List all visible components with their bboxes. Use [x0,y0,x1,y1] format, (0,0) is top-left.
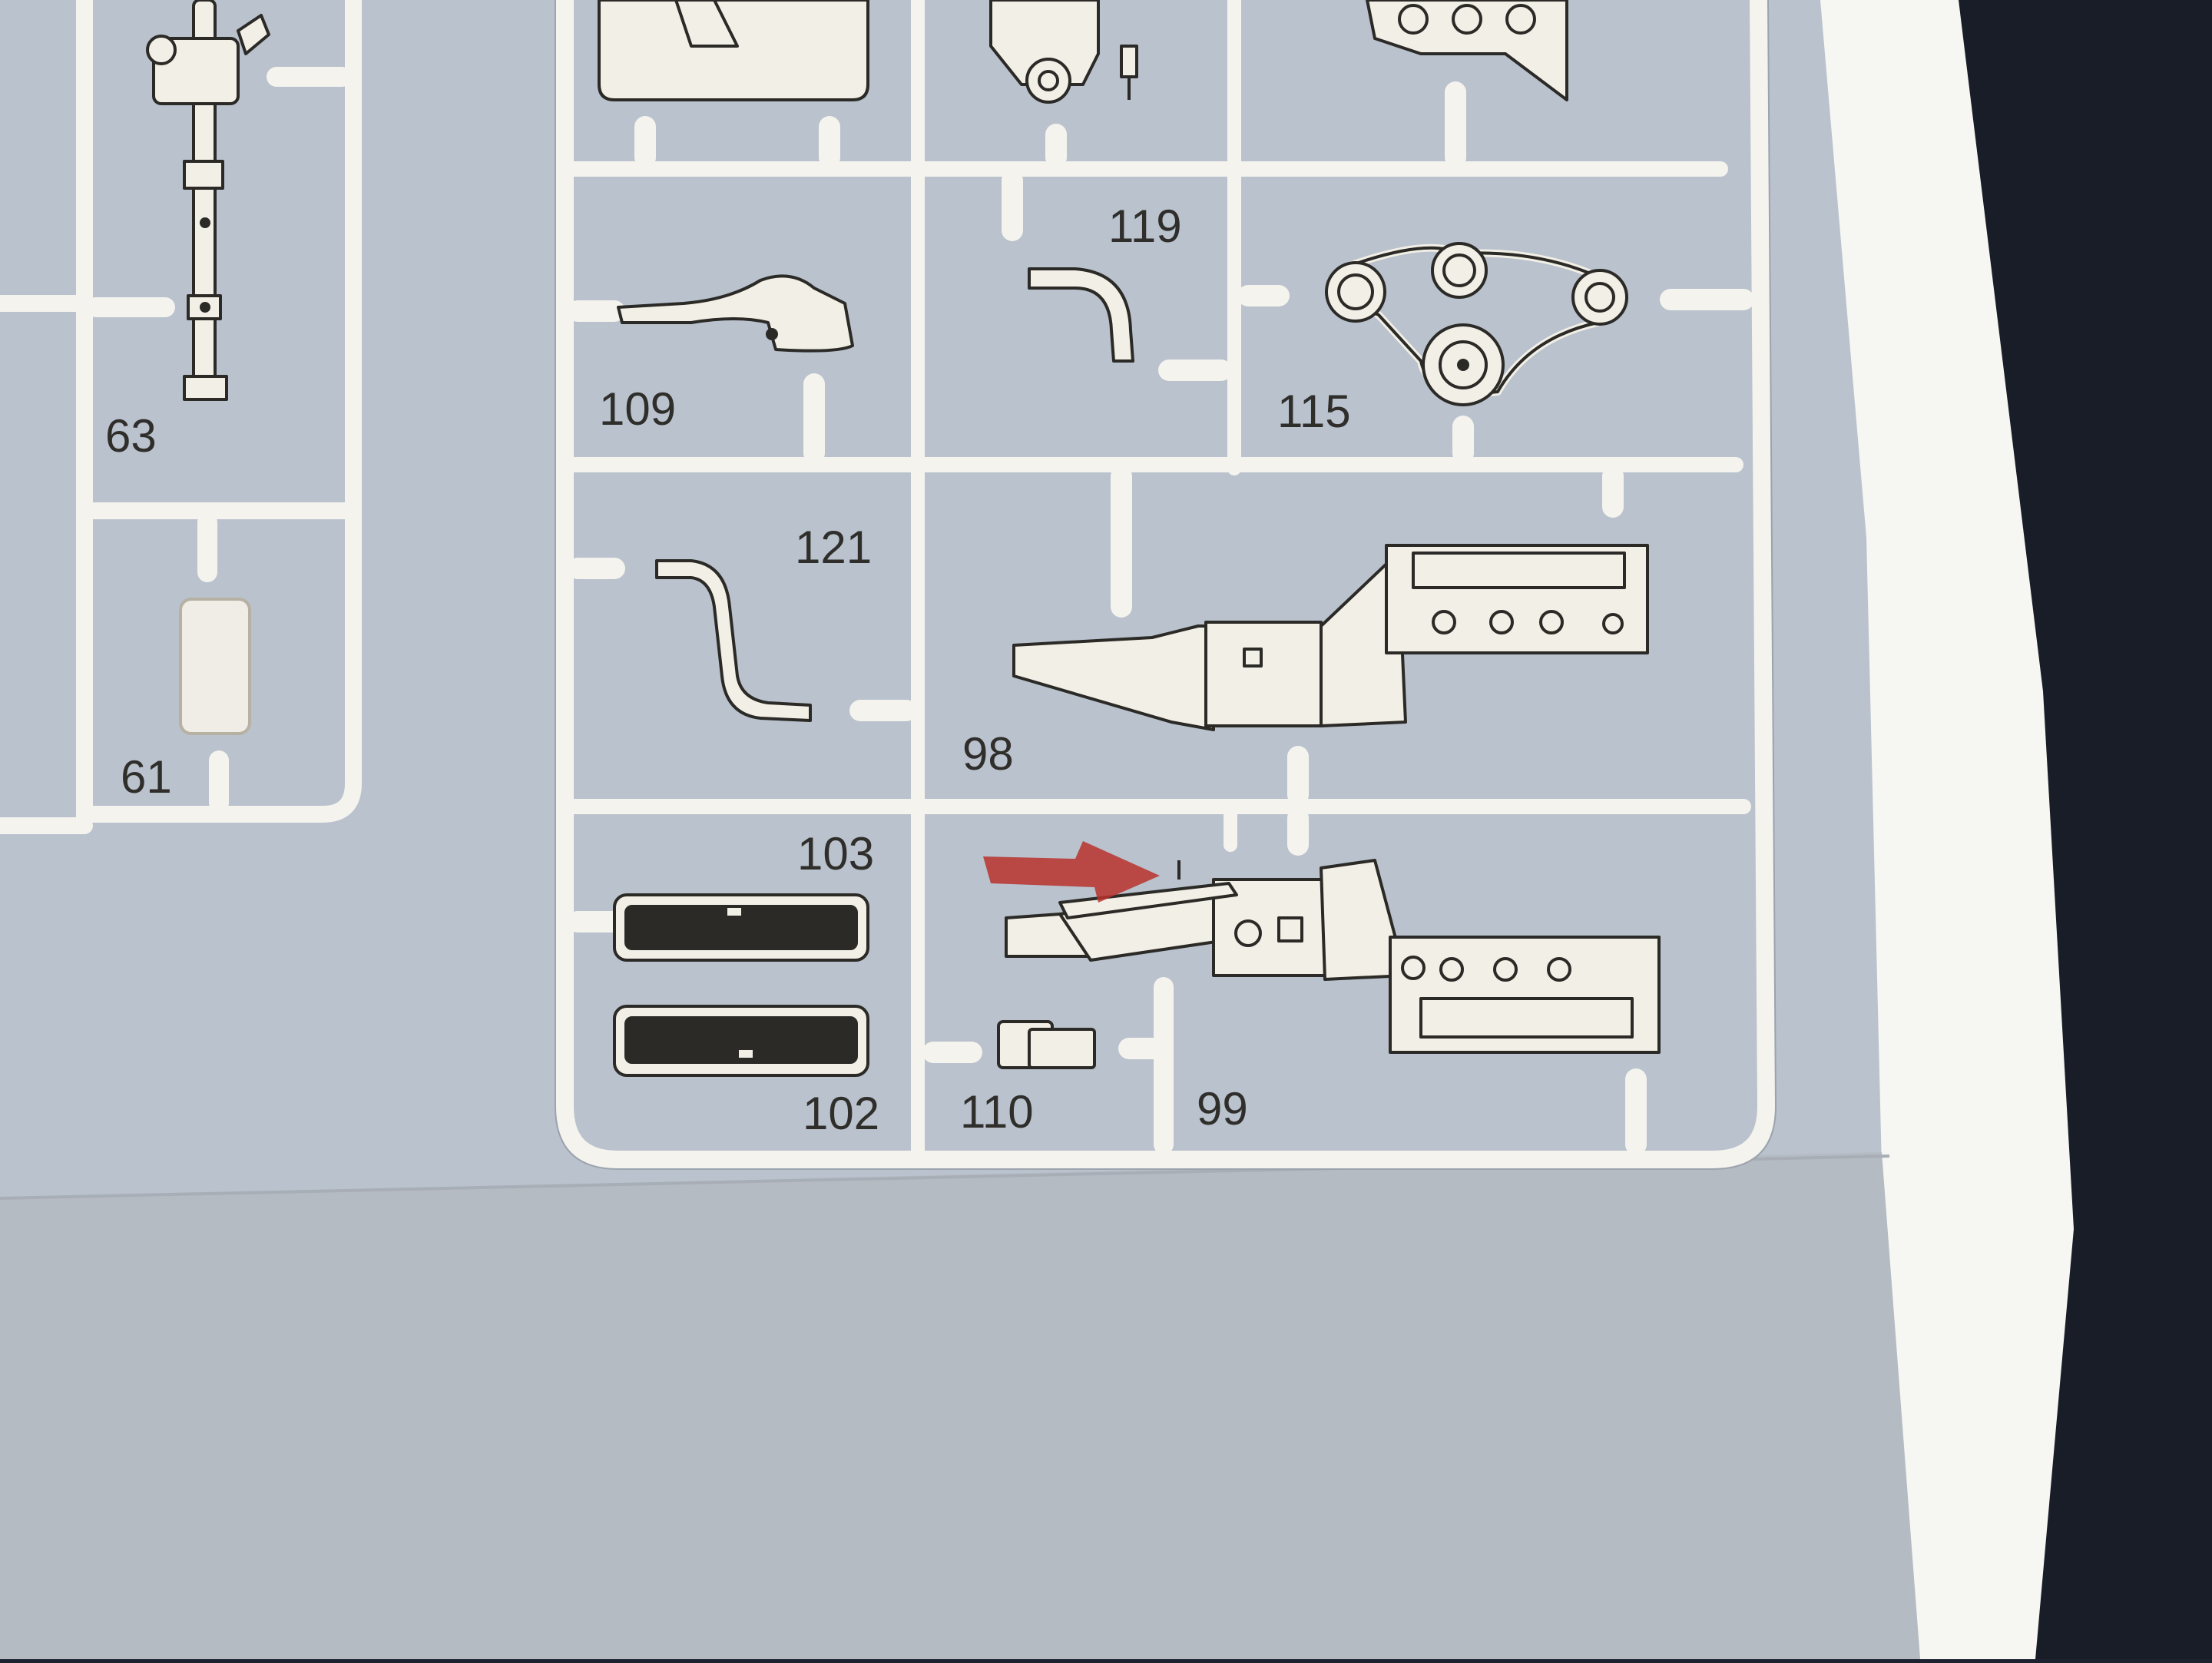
part-label-63: 63 [105,410,157,462]
part-115-drawing [1325,242,1628,406]
part-61-drawing [179,598,251,735]
part-label-110: 110 [960,1086,1034,1138]
paper-fold-shadow [0,1152,1920,1659]
part-label-115: 115 [1277,386,1351,437]
part-109-drawing [617,274,854,353]
part-63-drawing [146,0,270,401]
part-label-121: 121 [795,522,873,573]
sprue-frame [0,0,1777,1169]
part-99-drawing [1005,859,1661,1054]
part-98-drawing [1012,544,1649,731]
part-label-61: 61 [121,751,172,803]
part-label-119: 119 [1108,200,1182,252]
part-110-drawing [997,1020,1096,1069]
part-block-partial [989,0,1138,104]
part-label-99: 99 [1197,1083,1248,1135]
part-119-drawing [1028,267,1134,363]
part-oil-pan-partial [598,0,869,101]
part-label-98: 98 [962,728,1014,780]
part-label-102: 102 [803,1088,880,1139]
red-arrow-icon [983,841,1160,903]
part-label-103: 103 [797,828,875,880]
part-label-109: 109 [599,383,677,435]
part-102-drawing [613,1005,869,1077]
part-head-partial [1366,0,1568,101]
part-121-drawing [655,559,812,722]
part-103-drawing [613,893,869,962]
